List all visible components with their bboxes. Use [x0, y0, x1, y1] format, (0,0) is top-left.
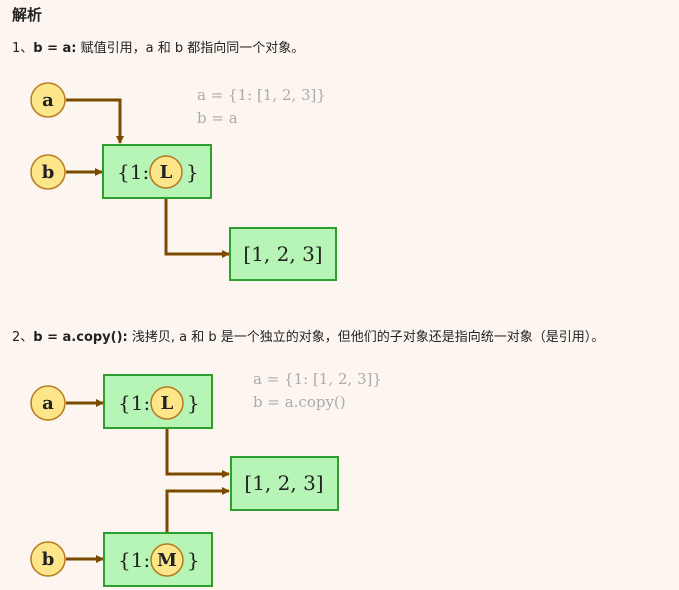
line1-code: b = a:: [33, 41, 77, 56]
arrow-a-to-dict: [66, 98, 124, 144]
line2-text: 浅拷贝, a 和 b 是一个独立的对象，但他们的子对象还是指向统一对象（是引用）…: [127, 330, 605, 345]
code-line-2b: b = a.copy(): [253, 393, 346, 411]
dict-ref-label: L: [160, 162, 173, 183]
dict-b-ref-node: [150, 543, 184, 577]
var-a-node: [30, 82, 66, 118]
var-b-label: b: [42, 162, 55, 183]
dict-a-ref-node: [150, 386, 184, 420]
list-box: [229, 227, 337, 281]
var-b-node: [30, 541, 66, 577]
list-label: [1, 2, 3]: [243, 242, 322, 266]
var-b-label: b: [42, 549, 55, 570]
explanation-line-2: 2、b = a.copy(): 浅拷贝, a 和 b 是一个独立的对象，但他们的…: [12, 326, 604, 345]
section-heading: 解析: [12, 6, 43, 24]
dict-b-open: {1:: [118, 548, 150, 572]
arrow-L-to-list: [165, 420, 230, 478]
diagram-assignment: a = {1: [1, 2, 3]} b = a a b {1: L } [1,…: [30, 82, 337, 281]
dict-a-ref-label: L: [161, 393, 174, 414]
line2-prefix: 2、: [12, 330, 34, 345]
var-a-node: [30, 385, 66, 421]
dict-a-close: }: [187, 391, 200, 415]
var-a-label: a: [42, 90, 54, 111]
dict-b-close: }: [187, 548, 200, 572]
line1-text: 赋值引用，a 和 b 都指向同一个对象。: [76, 41, 305, 56]
dict-close: }: [186, 160, 199, 184]
dict-a-open: {1:: [118, 391, 150, 415]
line1-prefix: 1、: [12, 41, 34, 56]
list-box: [230, 456, 339, 511]
list-label: [1, 2, 3]: [244, 471, 323, 495]
diagram-shallow-copy: a = {1: [1, 2, 3]} b = a.copy() a b {1: …: [30, 370, 382, 587]
arrow-L-to-list: [164, 188, 230, 258]
explanation-line-1: 1、b = a: 赋值引用，a 和 b 都指向同一个对象。: [12, 37, 304, 56]
dict-open: {1:: [117, 160, 149, 184]
code-line-1b: b = a: [197, 109, 238, 127]
arrow-M-to-list: [165, 487, 230, 544]
dict-ref-node: [149, 155, 183, 189]
var-a-label: a: [42, 393, 54, 414]
line2-code: b = a.copy():: [33, 330, 128, 345]
var-b-node: [30, 154, 66, 190]
dict-b-ref-label: M: [157, 550, 177, 571]
code-line-1a: a = {1: [1, 2, 3]}: [197, 86, 326, 104]
code-line-2a: a = {1: [1, 2, 3]}: [253, 370, 382, 388]
